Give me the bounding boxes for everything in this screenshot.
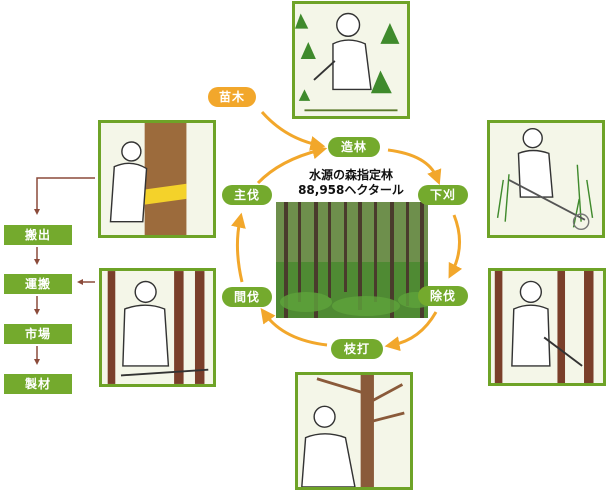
final-cutting-illustration [98,120,216,238]
arrow-pruning-to-thinning [265,314,327,345]
planting-illustration [292,1,410,119]
arrow-thinning-to-final [237,220,242,282]
center-area: 88,958ヘクタール [273,183,429,197]
step-weeding: 下刈 [418,185,468,205]
step-thinning: 間伐 [222,287,272,307]
arrow-weeding-to-cleaning [452,215,460,272]
step-final-cutting: 主伐 [222,185,272,205]
cleaning-illustration [488,268,606,386]
step-pruning: 枝打 [331,339,383,359]
side-carry-out: 搬出 [4,225,72,245]
pruning-illustration [295,372,413,490]
step-cleaning: 除伐 [418,286,468,306]
center-title: 水源の森指定林 [273,168,429,182]
forest-photo [276,202,428,318]
weeding-illustration [487,120,605,238]
side-transport: 運搬 [4,274,72,294]
step-seedling: 苗木 [208,87,256,107]
side-market: 市場 [4,324,72,344]
thinning-illustration [99,268,216,387]
step-planting: 造林 [328,137,380,157]
side-sawmill: 製材 [4,374,72,394]
arrow-to-carry-out [37,178,95,212]
